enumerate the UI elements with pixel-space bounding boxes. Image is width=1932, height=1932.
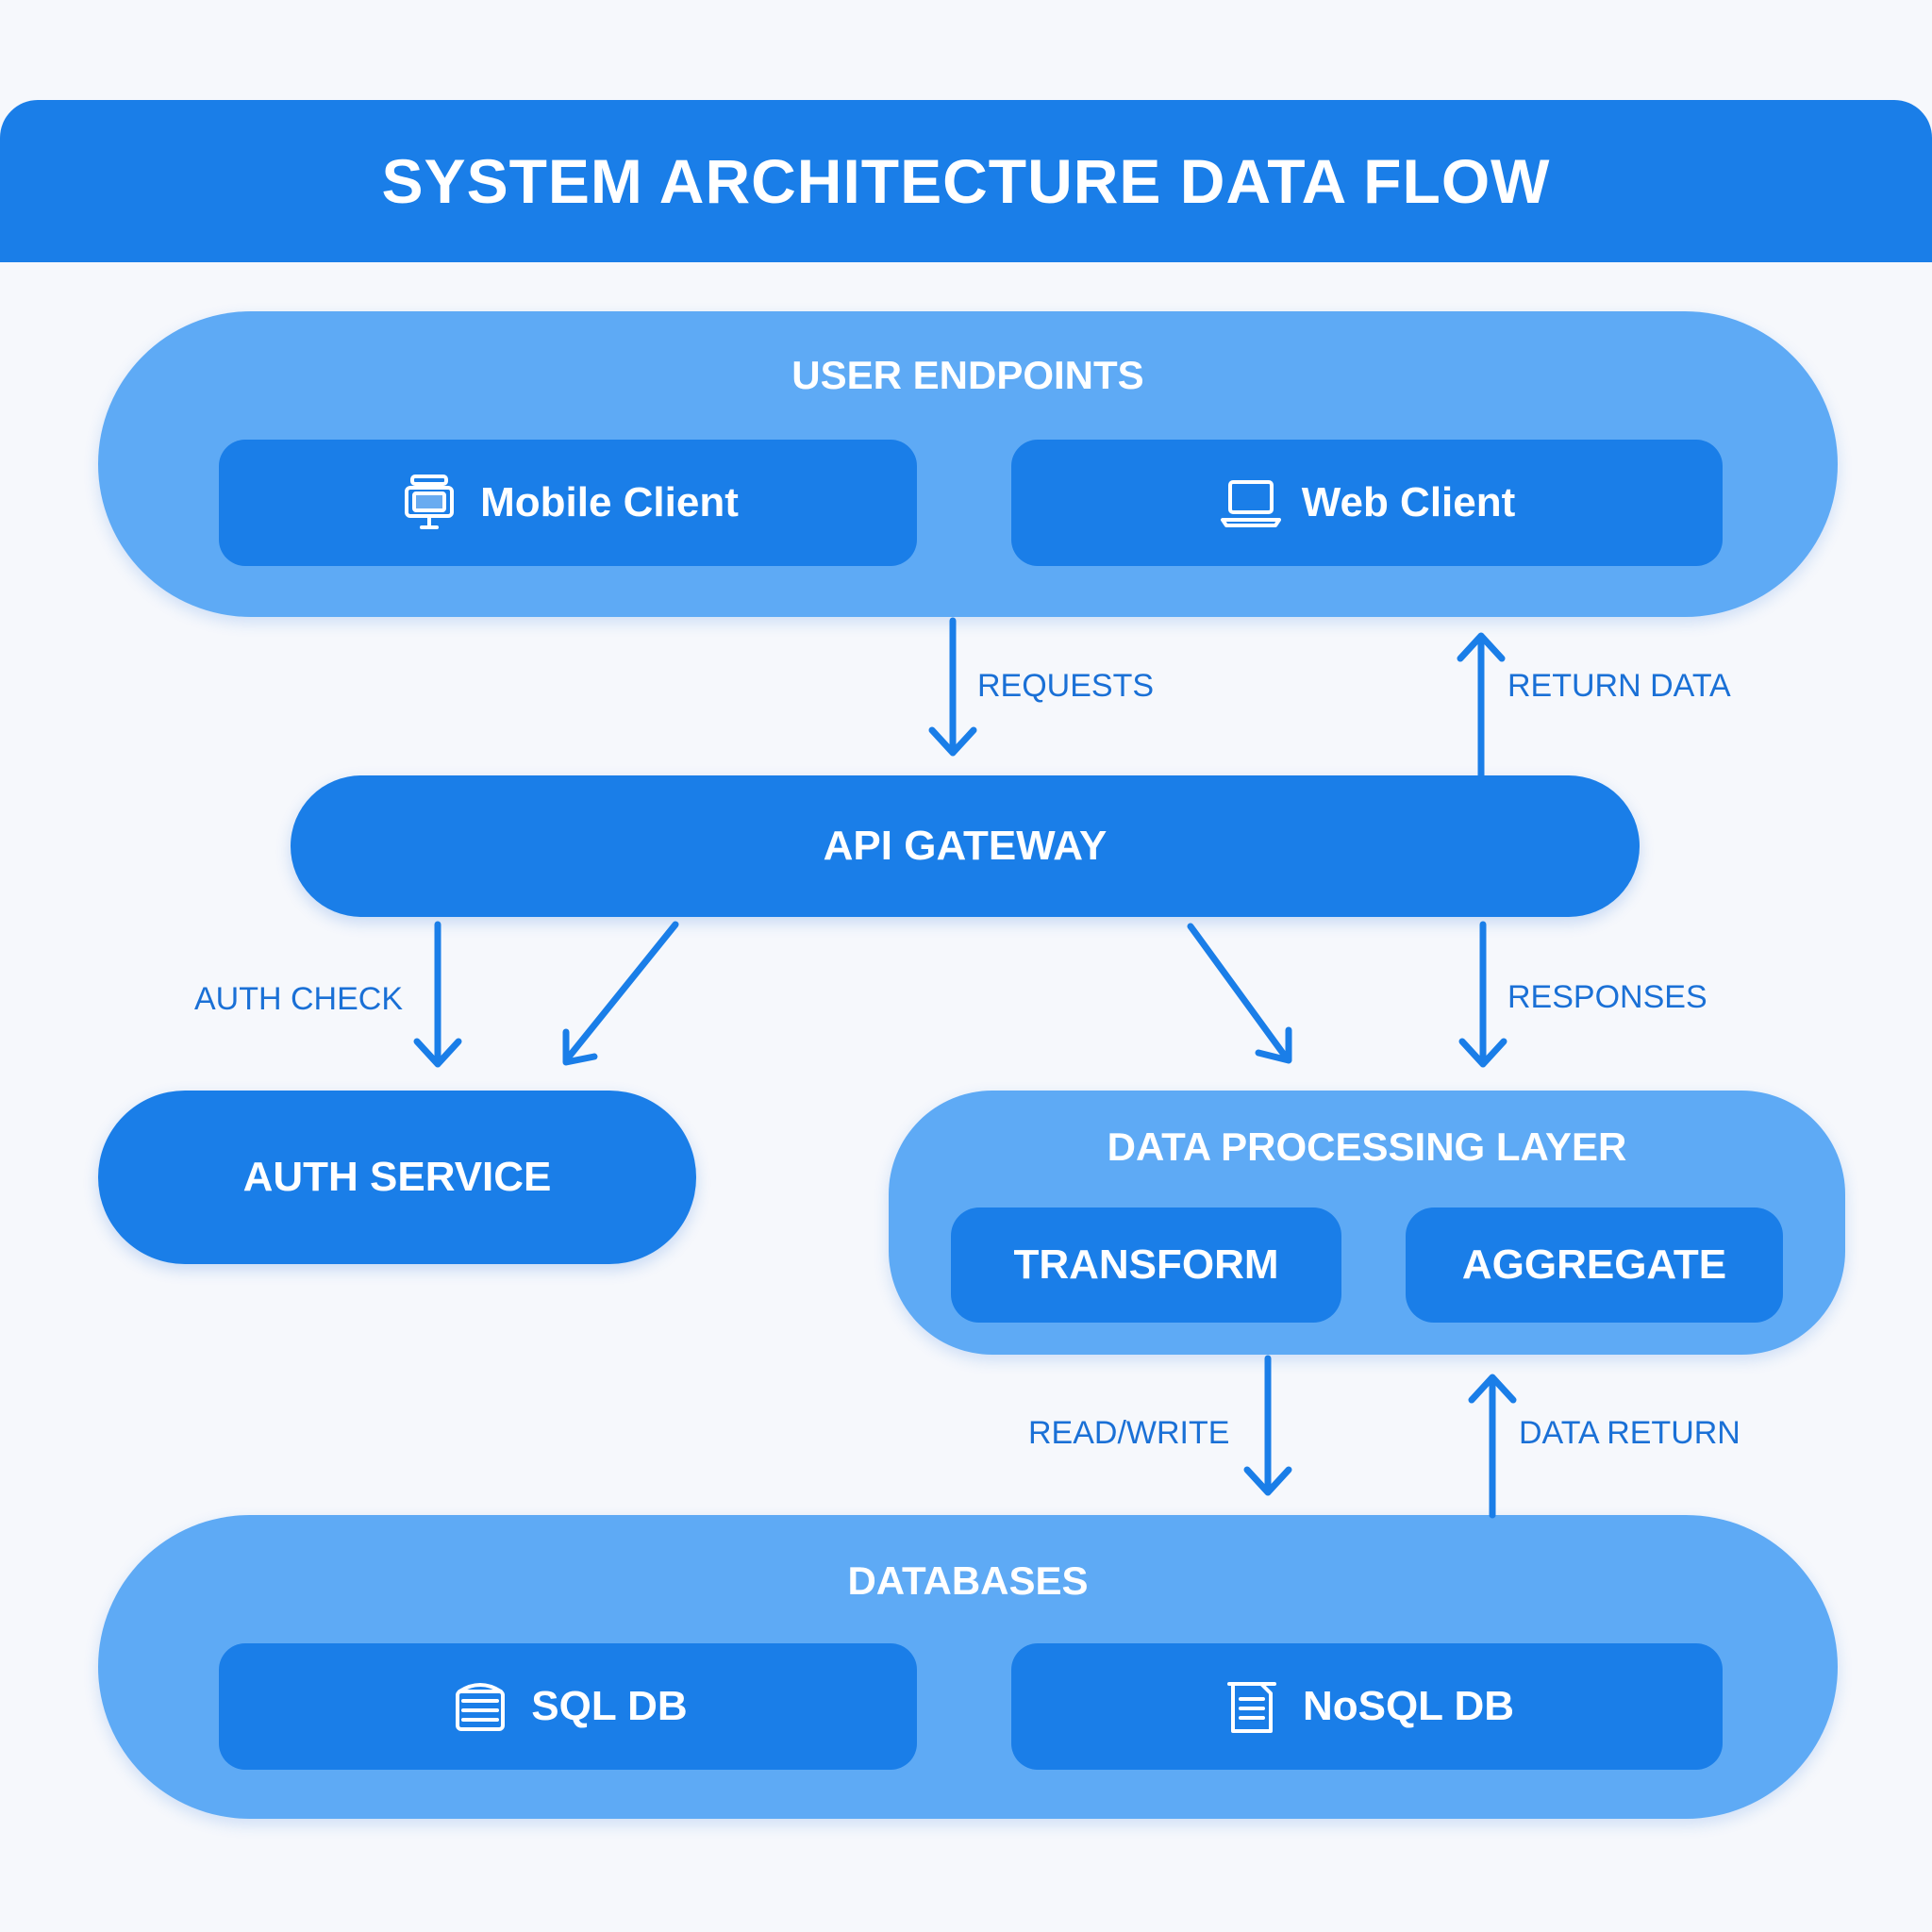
auth-check-arrow [413,921,462,1068]
read-write-label: READ/WRITE [1028,1415,1230,1451]
data-processing-panel: DATA PROCESSING LAYER TRANSFORM AGGREGAT… [889,1091,1845,1355]
read-write-arrow [1243,1355,1292,1496]
database-icon [448,1674,512,1739]
aggregate-box[interactable]: AGGREGATE [1406,1208,1783,1323]
title-bar: SYSTEM ARCHITECTURE DATA FLOW [0,100,1932,262]
databases-panel: DATABASES SQL DB NoSQL DB [98,1515,1838,1819]
laptop-icon [1219,471,1283,535]
sql-db-box[interactable]: SQL DB [219,1643,917,1770]
return-data-arrow [1457,632,1506,779]
auth-service-label: AUTH SERVICE [242,1154,552,1200]
api-gateway-node[interactable]: API GATEWAY [291,775,1640,917]
sql-db-label: SQL DB [531,1683,688,1729]
transform-label: TRANSFORM [1013,1241,1279,1288]
diagram-title: SYSTEM ARCHITECTURE DATA FLOW [381,146,1551,216]
responses-arrow [1458,921,1507,1068]
document-database-icon [1220,1674,1284,1739]
mobile-client-box[interactable]: Mobile Client [219,440,917,566]
return-data-label: RETURN DATA [1507,668,1731,704]
data-return-arrow [1468,1374,1517,1519]
databases-heading: DATABASES [847,1558,1089,1603]
web-client-label: Web Client [1301,479,1516,525]
web-client-box[interactable]: Web Client [1011,440,1723,566]
responses-label: RESPONSES [1507,979,1707,1015]
nosql-db-box[interactable]: NoSQL DB [1011,1643,1723,1770]
mobile-client-label: Mobile Client [480,479,739,525]
requests-arrow [928,617,977,757]
user-endpoints-panel: USER ENDPOINTS Mobile Client Web Client [98,311,1838,617]
data-processing-heading: DATA PROCESSING LAYER [1107,1124,1627,1169]
transform-box[interactable]: TRANSFORM [951,1208,1341,1323]
auth-check-label: AUTH CHECK [194,981,404,1017]
user-endpoints-heading: USER ENDPOINTS [791,353,1144,397]
mobile-device-icon [397,471,461,535]
aggregate-label: AGGREGATE [1461,1241,1727,1288]
nosql-db-label: NoSQL DB [1302,1683,1515,1729]
gateway-to-processing-diagonal-arrow [1187,923,1292,1064]
auth-service-node[interactable]: AUTH SERVICE [98,1091,696,1264]
requests-label: REQUESTS [977,668,1155,704]
api-gateway-label: API GATEWAY [823,823,1108,869]
gateway-to-auth-diagonal-arrow [562,921,679,1066]
data-return-label: DATA RETURN [1519,1415,1740,1451]
